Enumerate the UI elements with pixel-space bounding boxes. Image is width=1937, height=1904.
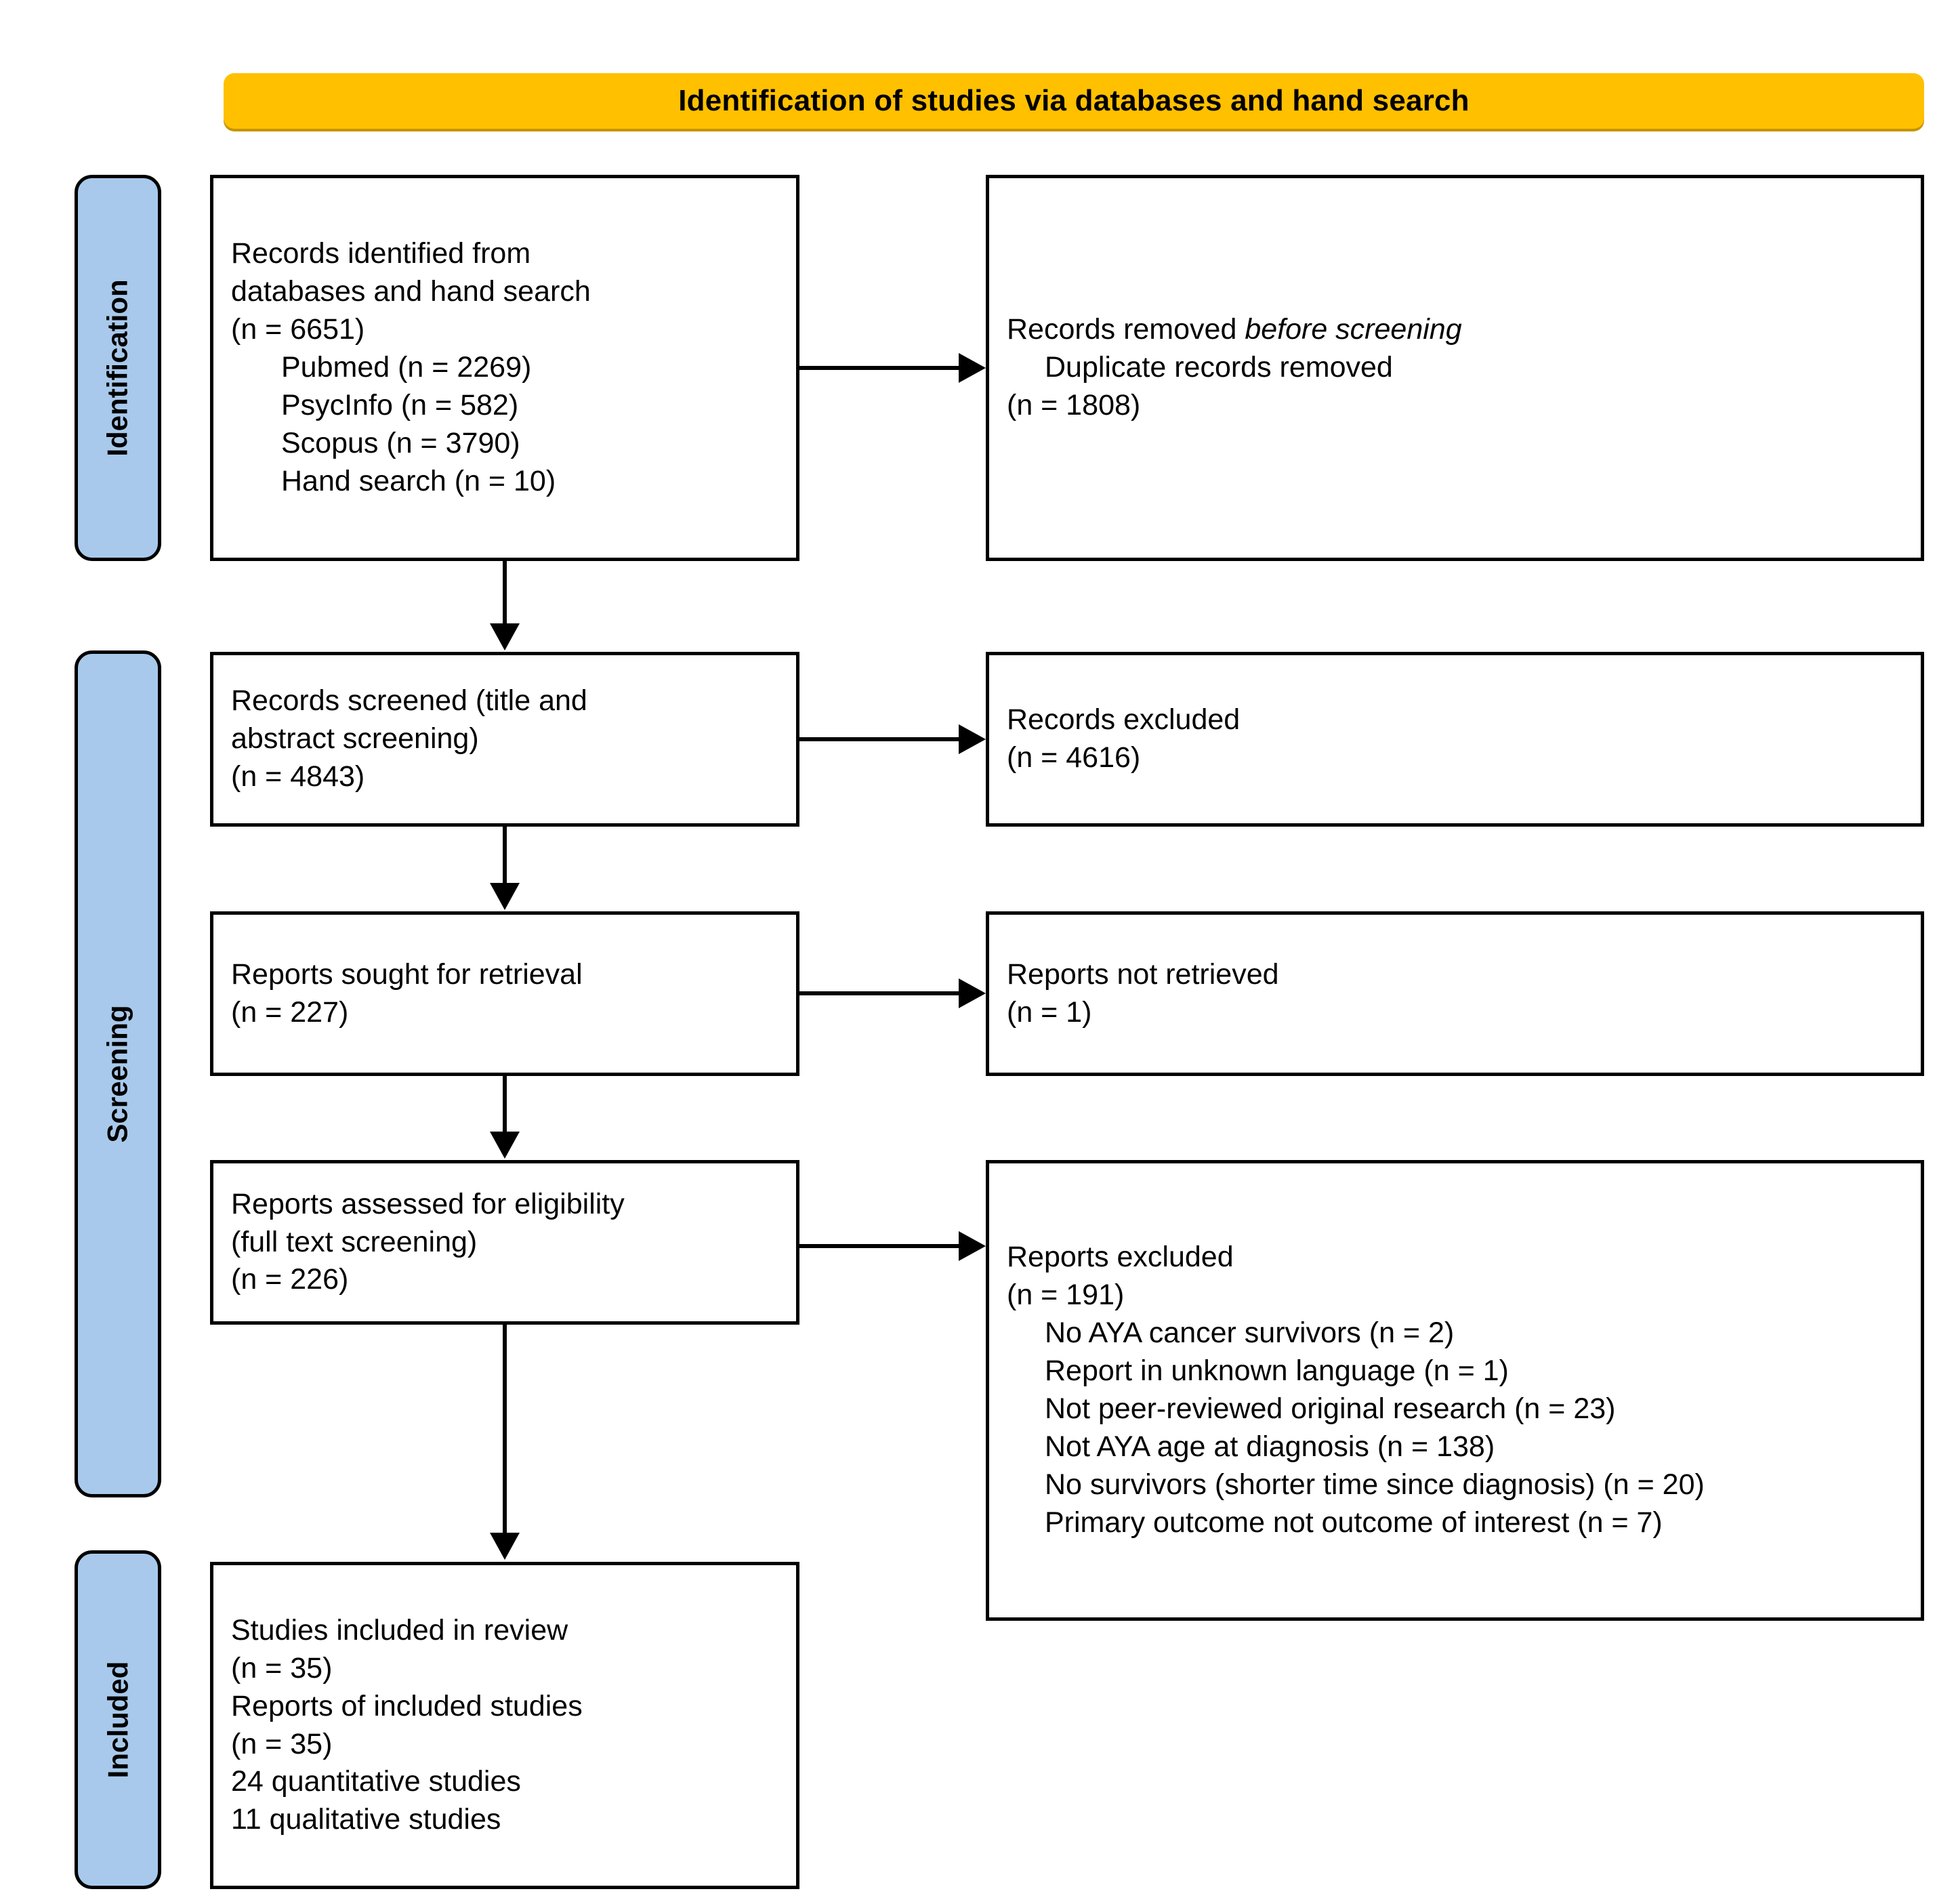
box-reports-sought: Reports sought for retrieval (n = 227) xyxy=(210,911,799,1076)
records-removed-heading-emphasis: before screening xyxy=(1245,313,1462,346)
reports-not-retrieved-count: (n = 1) xyxy=(1007,995,1092,1029)
box-records-excluded: Records excluded (n = 4616) xyxy=(986,652,1924,827)
box-reports-excluded: Reports excluded (n = 191) No AYA cancer… xyxy=(986,1160,1924,1621)
records-screened-line-2: abstract screening) xyxy=(231,722,479,756)
reports-excluded-reason-6: Primary outcome not outcome of interest … xyxy=(1045,1506,1663,1539)
records-removed-heading: Records removed before screening xyxy=(1007,311,1903,349)
reports-of-included-studies-heading: Reports of included studies xyxy=(231,1689,583,1722)
reports-excluded-heading: Reports excluded xyxy=(1007,1241,1234,1274)
records-identified-scopus: Scopus (n = 3790) xyxy=(281,426,520,459)
box-records-screened: Records screened (title and abstract scr… xyxy=(210,652,799,827)
reports-assessed-line-1: Reports assessed for eligibility xyxy=(231,1187,625,1220)
box-reports-assessed: Reports assessed for eligibility (full t… xyxy=(210,1160,799,1325)
reports-assessed-count: (n = 226) xyxy=(231,1263,349,1296)
records-identified-psycinfo: PsycInfo (n = 582) xyxy=(281,388,519,421)
records-excluded-count: (n = 4616) xyxy=(1007,741,1141,774)
reports-excluded-reason-1: No AYA cancer survivors (n = 2) xyxy=(1045,1317,1455,1350)
stage-tab-identification: Identification xyxy=(75,175,161,561)
box-records-removed: Records removed before screening Duplica… xyxy=(986,175,1924,561)
reports-of-included-studies-count: (n = 35) xyxy=(231,1727,333,1760)
qualitative-studies-count: 11 qualitative studies xyxy=(231,1803,501,1836)
records-screened-count: (n = 4843) xyxy=(231,760,365,793)
stage-tab-identification-label: Identification xyxy=(102,279,133,457)
quantitative-studies-count: 24 quantitative studies xyxy=(231,1765,521,1798)
reports-excluded-reason-4: Not AYA age at diagnosis (n = 138) xyxy=(1045,1430,1495,1463)
reports-excluded-reason-5: No survivors (shorter time since diagnos… xyxy=(1045,1468,1705,1501)
records-identified-total: (n = 6651) xyxy=(231,313,365,346)
reports-excluded-reason-3: Not peer-reviewed original research (n =… xyxy=(1045,1392,1616,1425)
box-records-identified: Records identified from databases and ha… xyxy=(210,175,799,561)
records-identified-line-2: databases and hand search xyxy=(231,275,591,308)
reports-not-retrieved-heading: Reports not retrieved xyxy=(1007,957,1279,991)
stage-tab-included-label: Included xyxy=(102,1661,133,1779)
diagram-title: Identification of studies via databases … xyxy=(678,84,1470,117)
records-identified-line-1: Records identified from xyxy=(231,237,531,270)
records-identified-pubmed: Pubmed (n = 2269) xyxy=(281,351,532,384)
records-removed-count: (n = 1808) xyxy=(1007,388,1141,421)
records-removed-heading-text: Records removed xyxy=(1007,313,1245,346)
reports-excluded-reason-2: Report in unknown language (n = 1) xyxy=(1045,1354,1509,1388)
box-studies-included: Studies included in review (n = 35) Repo… xyxy=(210,1562,799,1889)
records-removed-duplicates: Duplicate records removed xyxy=(1045,351,1393,384)
studies-included-heading: Studies included in review xyxy=(231,1613,568,1647)
records-identified-hand-search: Hand search (n = 10) xyxy=(281,464,556,497)
reports-sought-count: (n = 227) xyxy=(231,995,349,1029)
records-screened-line-1: Records screened (title and xyxy=(231,684,587,718)
reports-sought-heading: Reports sought for retrieval xyxy=(231,957,583,991)
reports-assessed-line-2: (full text screening) xyxy=(231,1225,478,1258)
reports-excluded-count: (n = 191) xyxy=(1007,1279,1125,1312)
stage-tab-screening: Screening xyxy=(75,650,161,1497)
records-excluded-heading: Records excluded xyxy=(1007,703,1241,737)
box-reports-not-retrieved: Reports not retrieved (n = 1) xyxy=(986,911,1924,1076)
stage-tab-screening-label: Screening xyxy=(102,1005,134,1143)
stage-tab-included: Included xyxy=(75,1550,161,1889)
studies-included-count: (n = 35) xyxy=(231,1651,333,1684)
diagram-header-banner: Identification of studies via databases … xyxy=(224,73,1924,129)
